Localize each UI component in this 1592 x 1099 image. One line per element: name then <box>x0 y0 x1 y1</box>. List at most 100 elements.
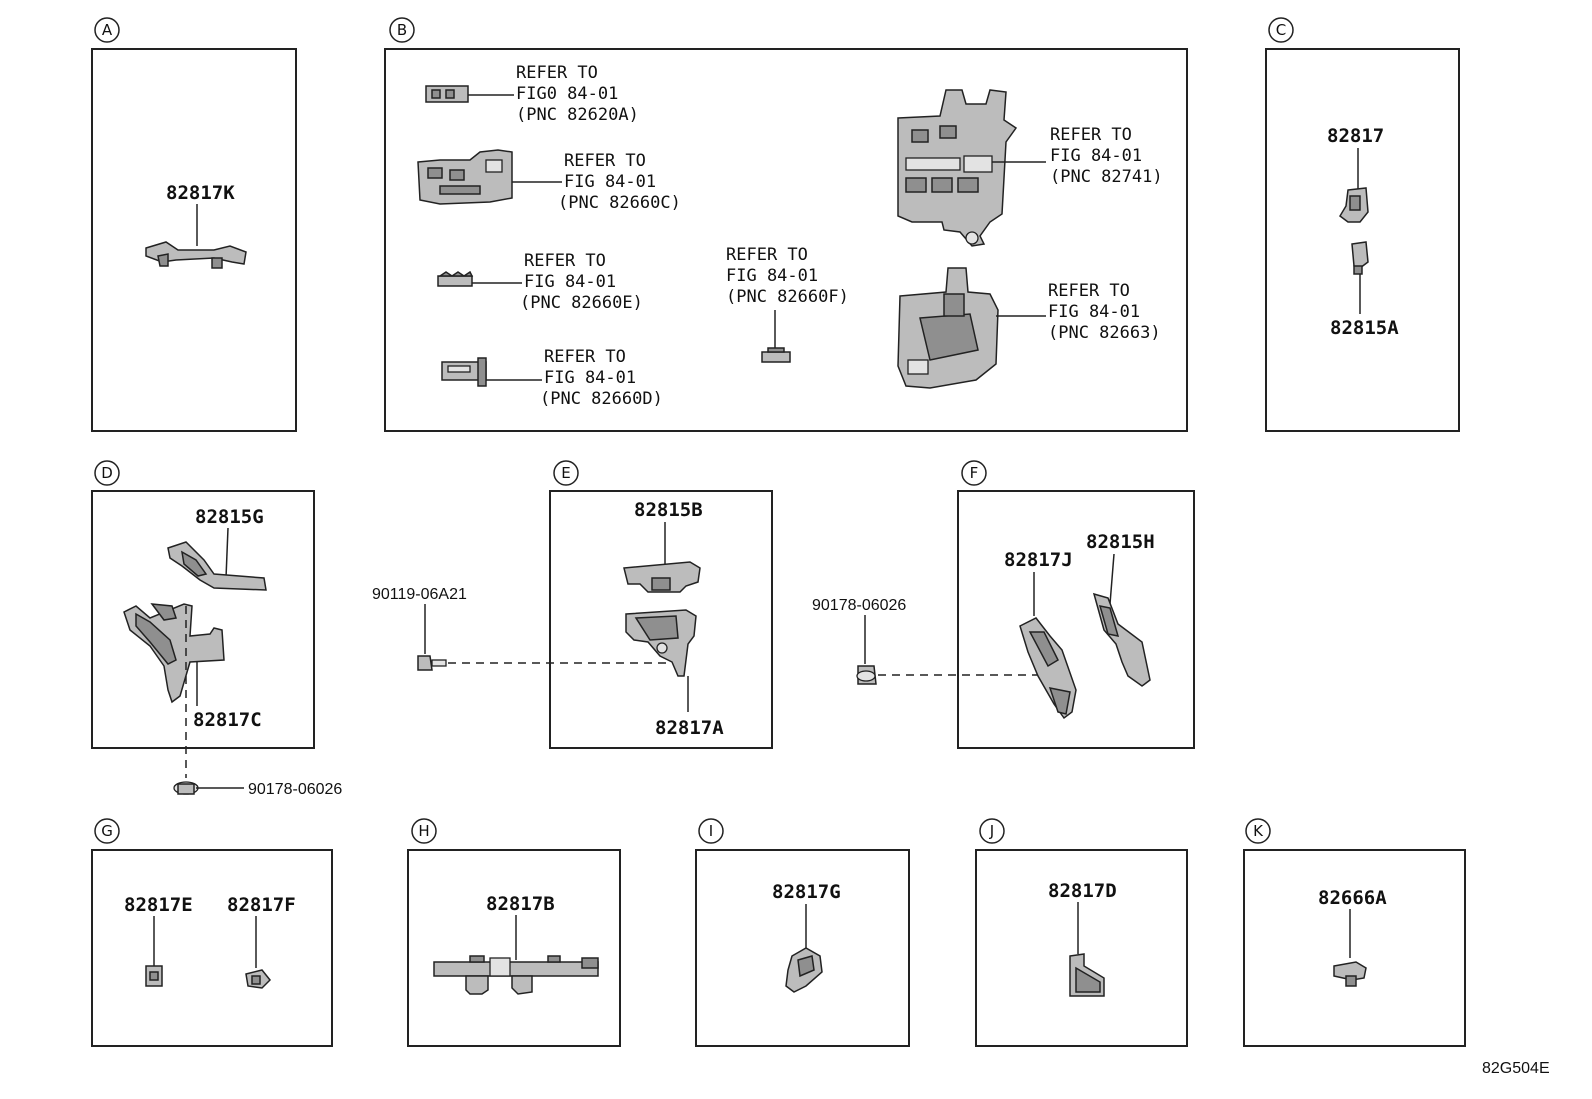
part-label-82817f: 82817F <box>227 894 296 916</box>
section-d-marker <box>94 460 120 486</box>
b-relay-block-82663 <box>897 267 1046 389</box>
section-k: K 82666A <box>1243 818 1466 1047</box>
section-h-frame <box>407 849 621 1047</box>
part-label-82817k: 82817K <box>166 182 235 204</box>
part-label-82817a: 82817A <box>655 717 724 739</box>
ref-82620a-line3: (PNC 82620A) <box>516 105 639 125</box>
ref-82660d-line3: (PNC 82660D) <box>540 389 663 409</box>
clip-82817g-drawing <box>785 947 823 993</box>
fastener-label-90178-06026-f: 90178-06026 <box>812 597 906 614</box>
bracket-82815b-drawing <box>623 561 701 593</box>
ref-82741-line1: REFER TO <box>1050 125 1132 145</box>
b-junction-block-82741 <box>897 89 1046 247</box>
section-i-frame <box>695 849 910 1047</box>
part-label-82817: 82817 <box>1327 125 1384 147</box>
part-label-82817j: 82817J <box>1004 549 1073 571</box>
section-h-letter: H <box>418 822 429 840</box>
section-f-marker <box>961 460 987 486</box>
ref-82660f-line1: REFER TO <box>726 245 808 265</box>
ref-82663-line2: FIG 84-01 <box>1048 302 1140 322</box>
clip-82666a-drawing <box>1333 961 1367 987</box>
section-a-marker <box>94 17 120 43</box>
section-e-letter: E <box>561 464 570 482</box>
section-d: D 82815G 82817C 90178-06026 <box>91 460 342 798</box>
ref-82660e-line3: (PNC 82660E) <box>520 293 643 313</box>
fastener-label-90178-06026-d: 90178-06026 <box>248 781 342 798</box>
section-b: B REFER TO FIG0 84-01 (PNC 82620A) REFER… <box>384 17 1188 432</box>
section-i: I 82817G <box>695 818 910 1047</box>
section-k-frame <box>1243 849 1466 1047</box>
section-k-letter: K <box>1253 822 1264 840</box>
section-a-frame <box>91 48 297 432</box>
ref-82660e-line2: FIG 84-01 <box>524 272 616 292</box>
bracket-82815h-drawing <box>1092 592 1151 687</box>
ref-82660d-line2: FIG 84-01 <box>544 368 636 388</box>
section-i-marker <box>698 818 724 844</box>
clip-82817f-drawing <box>245 969 272 989</box>
section-c-frame <box>1265 48 1460 432</box>
bracket-82817d-drawing <box>1069 953 1105 997</box>
part-label-82817e: 82817E <box>124 894 193 916</box>
ref-82620a-line1: REFER TO <box>516 63 598 83</box>
section-j-marker <box>979 818 1005 844</box>
section-b-marker <box>389 17 415 43</box>
clip-82817-drawing <box>1339 187 1369 223</box>
ref-82660e-line1: REFER TO <box>524 251 606 271</box>
section-e-marker <box>553 460 579 486</box>
b-connector-82660d <box>441 357 542 387</box>
section-j: J 82817D <box>975 818 1188 1047</box>
section-g-frame <box>91 849 333 1047</box>
b-connector-82660f <box>761 310 791 363</box>
section-c-letter: C <box>1276 21 1286 39</box>
section-a-letter: A <box>102 21 113 39</box>
ref-82660f-line2: FIG 84-01 <box>726 266 818 286</box>
part-label-82817b: 82817B <box>486 893 555 915</box>
section-f-letter: F <box>970 464 979 482</box>
section-e: E 82815B 82817A <box>549 460 773 749</box>
b-connector-82660e <box>437 270 522 287</box>
section-k-marker <box>1245 818 1271 844</box>
bracket-82817j-drawing <box>1019 617 1077 720</box>
b-connector-82620a <box>425 85 514 103</box>
part-label-82817c: 82817C <box>193 709 262 731</box>
ref-82741-line2: FIG 84-01 <box>1050 146 1142 166</box>
section-e-frame <box>549 490 773 749</box>
bracket-82817b-drawing <box>433 955 599 995</box>
ref-82663-line3: (PNC 82663) <box>1048 323 1161 343</box>
part-label-82815b: 82815B <box>634 499 703 521</box>
section-g-letter: G <box>101 822 113 840</box>
section-a: A 82817K <box>91 17 297 432</box>
part-label-82817d: 82817D <box>1048 880 1117 902</box>
section-h: H 82817B <box>407 818 621 1047</box>
section-j-frame <box>975 849 1188 1047</box>
section-c: C 82817 82815A <box>1265 17 1460 432</box>
bracket-82817k-drawing <box>145 241 247 269</box>
bolt-90119-06a21: 90119-06A21 <box>372 586 670 671</box>
clip-82817e-drawing <box>145 965 163 987</box>
section-d-letter: D <box>101 464 113 482</box>
part-label-82815a: 82815A <box>1330 317 1399 339</box>
bracket-82817a-drawing <box>625 609 697 677</box>
bracket-82817c-drawing <box>123 603 225 704</box>
section-g-marker <box>94 818 120 844</box>
clip-82815a-drawing <box>1351 241 1369 275</box>
ref-82660d-line1: REFER TO <box>544 347 626 367</box>
section-f: F 82817J 82815H <box>957 460 1195 749</box>
section-h-marker <box>411 818 437 844</box>
part-label-82666a: 82666A <box>1318 887 1387 909</box>
ref-82660c-line3: (PNC 82660C) <box>558 193 681 213</box>
b-block-82660c <box>417 149 562 205</box>
section-g: G 82817E 82817F <box>91 818 333 1047</box>
clip-90178-06026-d-drawing <box>173 781 199 795</box>
bracket-82815g-drawing <box>167 541 267 591</box>
ref-82663-line1: REFER TO <box>1048 281 1130 301</box>
clip-90178-06026-f: 90178-06026 <box>812 597 1048 685</box>
part-label-82815h: 82815H <box>1086 531 1155 553</box>
section-b-frame <box>384 48 1188 432</box>
section-i-letter: I <box>709 822 713 840</box>
ref-82660c-line2: FIG 84-01 <box>564 172 656 192</box>
part-label-82815g: 82815G <box>195 506 264 528</box>
section-f-frame <box>957 490 1195 749</box>
part-label-82817g: 82817G <box>772 881 841 903</box>
